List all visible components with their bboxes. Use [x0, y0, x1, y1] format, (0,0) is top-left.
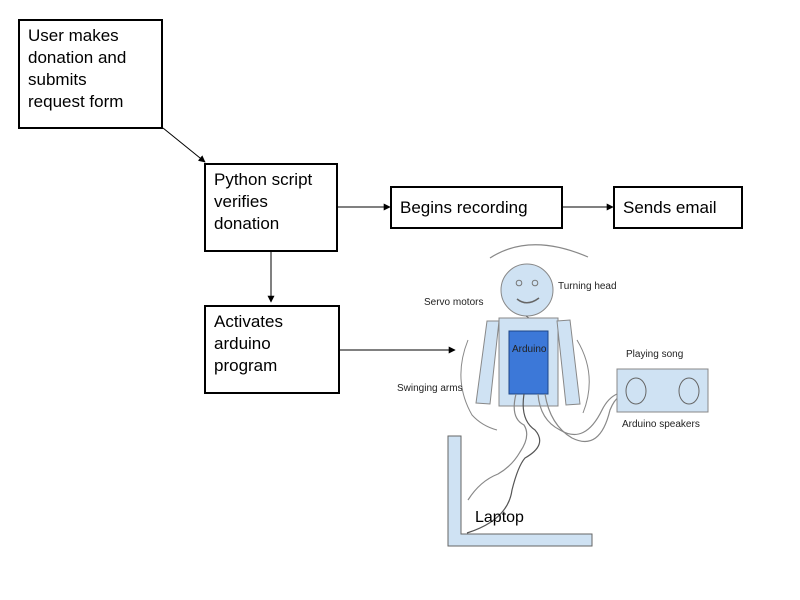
- robot-arm-left: [475, 320, 500, 405]
- arduino-board: [508, 330, 549, 395]
- wire-1: [467, 393, 528, 501]
- head-motion-arc: [489, 244, 589, 259]
- arduino-speakers-label: Arduino speakers: [622, 419, 700, 430]
- robot-arm-right: [556, 319, 581, 406]
- robot-illustration: [447, 244, 709, 547]
- playing-song-label: Playing song: [626, 349, 684, 360]
- arrow-user-to-python: [162, 127, 206, 163]
- laptop-label: Laptop: [475, 509, 524, 526]
- wire-4: [544, 393, 620, 443]
- speaker-right: [678, 377, 700, 405]
- speaker-left: [625, 377, 647, 405]
- turning-head-label: Turning head: [558, 281, 617, 292]
- arm-swing-right: [576, 339, 590, 414]
- begins-recording-box: Begins recording: [390, 186, 563, 229]
- activates-arduino-box: Activates arduino program: [204, 305, 340, 394]
- robot-eye-right: [531, 279, 539, 287]
- robot-head: [500, 263, 554, 317]
- servo-motors-label: Servo motors: [424, 297, 484, 308]
- wire-2: [466, 393, 541, 534]
- arduino-label: Arduino: [512, 344, 547, 355]
- sends-email-box: Sends email: [613, 186, 743, 229]
- laptop-shape: [447, 435, 593, 547]
- arm-swing-left: [460, 339, 498, 431]
- robot-smile: [516, 297, 540, 304]
- swinging-arms-label: Swinging arms: [397, 383, 463, 394]
- python-script-box: Python script verifies donation: [204, 163, 338, 252]
- user-donation-box: User makes donation and submits request …: [18, 19, 163, 129]
- wire-3: [537, 393, 618, 435]
- robot-eye-left: [515, 279, 523, 287]
